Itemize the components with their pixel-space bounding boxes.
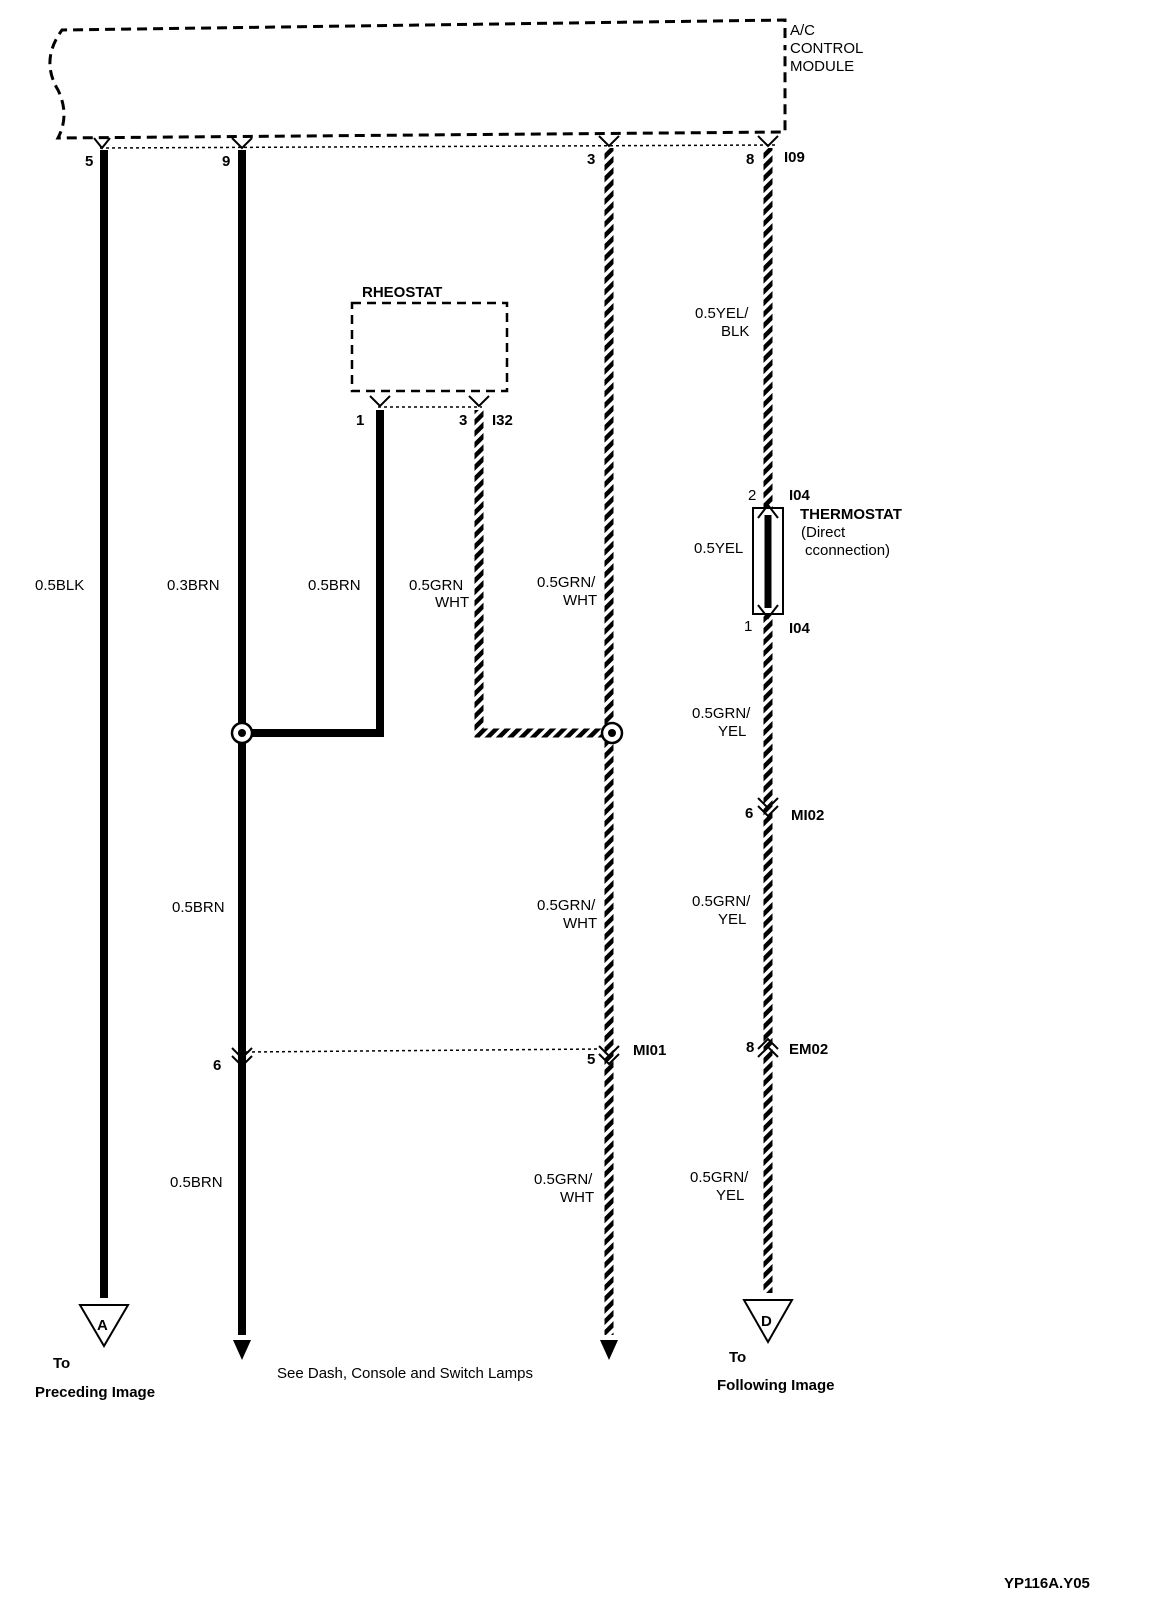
wire-label-grnyel-a1: 0.5GRN/ [692,705,751,722]
wire-label-brn-low: 0.5BRN [170,1174,223,1191]
ac-control-module-outline [48,18,787,140]
wire-label-yel: 0.5YEL [694,540,743,557]
wire-label-grn-rheo-1: 0.5GRN [409,577,463,594]
wire-label-grnyel-c1: 0.5GRN/ [690,1169,749,1186]
offpage-a-letter: A [97,1317,108,1334]
offpage-d-letter: D [761,1313,772,1330]
wire-grnwht-rheostat [474,410,609,738]
wire-label-yelblk-2: BLK [721,323,749,340]
wire-label-blk: 0.5BLK [35,577,84,594]
module-label-line2: CONTROL [790,40,863,57]
thermostat-sub1: (Direct [801,524,846,541]
mi01-connector-dotted [245,1048,601,1053]
thermostat-title: THERMOSTAT [800,506,902,523]
mi01-pin-right: 5 [587,1051,595,1068]
figure-id: YP116A.Y05 [1004,1575,1090,1592]
wire-label-grnwht-mid1: 0.5GRN/ [537,897,596,914]
module-pin-8-terminal [757,135,779,148]
wire-label-grnwht-low2: WHT [560,1189,594,1206]
module-pin-5-terminal [93,137,111,150]
module-connector-id: I09 [784,149,805,166]
mi02-terminal-lower [757,805,779,818]
mi01-brn-terminal-lower [231,1055,253,1068]
em02-terminal-lower [757,1045,779,1058]
wire-label-brn-mid: 0.5BRN [172,899,225,916]
thermostat-arrow-up [757,503,779,519]
module-pin-9-terminal [231,137,253,150]
thermostat-arrow-down [757,604,779,620]
module-label-line1: A/C [790,22,815,39]
thermostat-sub2: cconnection) [805,542,890,559]
mi01-pin-left: 6 [213,1057,221,1074]
rheostat-connector-id: I32 [492,412,513,429]
thermostat-pin-bottom: 1 [744,618,752,635]
wire-label-grnyel-a2: YEL [718,723,746,740]
splice-brn-dot [238,729,246,737]
offpage-a-triangle [78,1304,130,1348]
rheostat-outline [350,301,509,393]
module-pin-5: 5 [85,153,93,170]
wire-brn-rheostat [242,410,384,737]
mi01-grn-terminal-upper [598,1045,620,1058]
mi02-pin: 6 [745,805,753,822]
grnwht-continue-arrow [600,1340,618,1360]
wire-label-brn-rheo: 0.5BRN [308,577,361,594]
thermostat-conn-bottom: I04 [789,620,811,637]
mi01-label: MI01 [633,1042,666,1059]
thermostat-pin-top: 2 [748,487,756,504]
wire-label-grnwht-low1: 0.5GRN/ [534,1171,593,1188]
em02-label: EM02 [789,1041,828,1058]
wire-label-grn-mod-2: WHT [563,592,597,609]
rheostat-title: RHEOSTAT [362,284,442,301]
module-label-line3: MODULE [790,58,854,75]
splice-grnwht-dot [608,729,616,737]
dash-lamps-note: See Dash, Console and Switch Lamps [277,1365,533,1382]
module-connector-dotted [99,144,776,149]
module-pin-3-terminal [598,135,620,148]
wire-label-yelblk-1: 0.5YEL/ [695,305,749,322]
wire-label-grn-rheo-2: WHT [435,594,469,611]
mi02-terminal-upper [757,797,779,810]
offpage-d-to: To [729,1349,746,1366]
mi02-label: MI02 [791,807,824,824]
wire-label-grnyel-b2: YEL [718,911,746,928]
rheostat-pin-1-terminal [369,395,391,408]
rheostat-pin-1: 1 [356,412,364,429]
wire-label-grnyel-c2: YEL [716,1187,744,1204]
em02-terminal-upper [757,1037,779,1050]
offpage-a-to: To [53,1355,70,1372]
module-pin-9: 9 [222,153,230,170]
rheostat-pin-3-terminal [468,395,490,408]
module-pin-8: 8 [746,151,754,168]
em02-pin: 8 [746,1039,754,1056]
rheostat-pin-3: 3 [459,412,467,429]
offpage-d-triangle [742,1299,794,1345]
wire-label-grnwht-mid2: WHT [563,915,597,932]
brn-continue-arrow [233,1340,251,1360]
module-pin-3: 3 [587,151,595,168]
offpage-a-text: Preceding Image [35,1384,155,1401]
offpage-d-text: Following Image [717,1377,835,1394]
wire-label-grn-mod-1: 0.5GRN/ [537,574,596,591]
wire-label-brn-03: 0.3BRN [167,577,220,594]
mi01-brn-terminal-upper [231,1047,253,1060]
thermostat-conn-top: I04 [789,487,811,504]
mi01-grn-terminal-lower [598,1053,620,1066]
wire-label-grnyel-b1: 0.5GRN/ [692,893,751,910]
